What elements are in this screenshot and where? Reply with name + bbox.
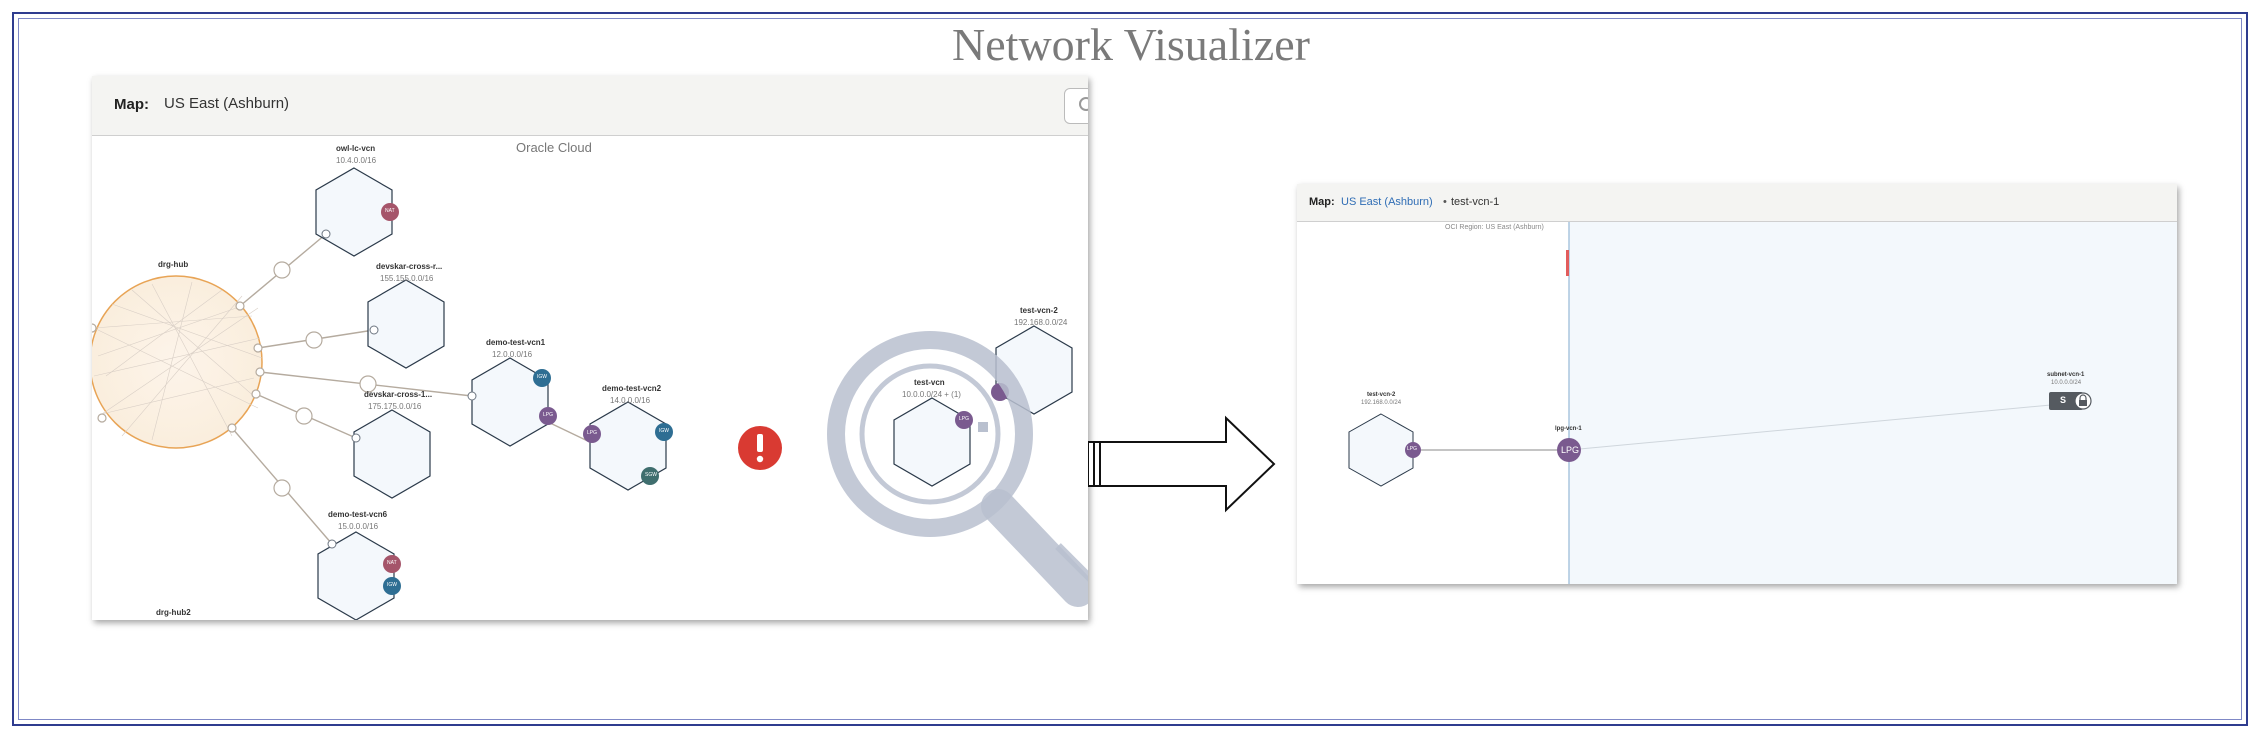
node-cidr-4: 14.0.0.0/16 — [610, 396, 651, 405]
right-topology-canvas — [1348, 222, 2177, 584]
hub-label: drg-hub — [158, 260, 189, 269]
node-cidr-7: 192.168.0.0/24 — [1014, 318, 1068, 327]
hub-mesh-lines — [93, 281, 263, 441]
breadcrumb-separator: • — [1443, 196, 1447, 208]
right-map-panel: Map: US East (Ashburn) • test-vcn-1 OCI … — [1297, 184, 2177, 584]
map-header: Map: US East (Ashburn) — [92, 76, 1088, 136]
map-region-link[interactable]: US East (Ashburn) — [1341, 196, 1433, 208]
igw-badge-label: IGW — [387, 582, 397, 588]
lpg-badge-label: LPG — [587, 430, 598, 436]
vcn-hex-demo-test-vcn6[interactable] — [317, 531, 395, 620]
vcn-cidr-label: 192.168.0.0/24 — [1361, 400, 1402, 406]
node-cidr-2: 175.175.0.0/16 — [368, 402, 422, 411]
magnifier-icon — [827, 331, 1088, 607]
lpg-node-badge-label: LPG — [1561, 445, 1580, 455]
outer-frame — [12, 12, 2248, 726]
subnet-name-label: subnet-vcn-1 — [2047, 372, 2085, 378]
lpg-badge-label: LPG — [959, 416, 970, 422]
node-name-4: demo-test-vcn2 — [602, 384, 662, 393]
igw-badge-label: IGW — [659, 428, 669, 434]
node-cidr-3: 12.0.0.0/16 — [492, 350, 533, 359]
search-icon — [1079, 97, 1088, 111]
node-cidr-6: 10.0.0.0/24 + (1) — [902, 390, 961, 399]
lock-icon — [2074, 392, 2092, 410]
drg-hub-circle[interactable] — [92, 275, 263, 449]
node-name-0: owl-lc-vcn — [336, 144, 376, 153]
map-region-value[interactable]: US East (Ashburn) — [164, 95, 290, 112]
search-input[interactable] — [1064, 88, 1088, 124]
region-label: OCI Region: US East (Ashburn) — [1445, 224, 1544, 231]
vcn-name-label: test-vcn-2 — [1367, 392, 1396, 398]
node-name-7: test-vcn-2 — [1020, 306, 1058, 315]
hub2-label: drg-hub2 — [156, 608, 191, 617]
node-name-3: demo-test-vcn1 — [486, 338, 546, 347]
vcn-hex-devskar-cross-1[interactable] — [353, 409, 431, 499]
nat-badge-label: NAT — [385, 208, 395, 214]
node-name-2: devskar-cross-1... — [364, 390, 433, 399]
sgw-badge-label: SGW — [645, 472, 657, 478]
lpg-badge-label: LPG — [543, 412, 554, 418]
lpg-node[interactable] — [1557, 438, 1581, 462]
left-map-panel: Map: US East (Ashburn) — [92, 76, 1088, 620]
cloud-label: Oracle Cloud — [516, 140, 592, 155]
vcn-hex-test-vcn[interactable] — [893, 397, 971, 487]
link-icon[interactable] — [273, 261, 377, 497]
subnet-cidr-label: 10.0.0.0/24 — [2051, 380, 2082, 386]
vcn-hex-devskar-cross-r[interactable] — [367, 279, 445, 369]
left-topology-canvas — [92, 167, 1088, 620]
vcn-hex-owl-lc-vcn[interactable] — [315, 167, 393, 257]
link-connectors — [92, 301, 265, 433]
lpg-node-name: lpg-vcn-1 — [1555, 426, 1582, 432]
alert-icon — [738, 426, 782, 470]
breadcrumb-current: test-vcn-1 — [1451, 196, 1500, 208]
lpg-badge-label: LPG — [1407, 446, 1418, 452]
nat-badge-label: NAT — [387, 560, 397, 566]
igw-badge-label: IGW — [537, 374, 547, 380]
node-cidr-1: 155.155.0.0/16 — [380, 274, 434, 283]
hex-connectors — [321, 229, 477, 549]
arrow-right-icon — [1088, 415, 1276, 513]
node-cidr-5: 15.0.0.0/16 — [338, 522, 379, 531]
map-label: Map: — [114, 96, 149, 113]
subnet-badge-label: S — [2060, 395, 2067, 405]
map-label: Map: — [1309, 196, 1335, 208]
lpg-badge[interactable] — [1405, 442, 1421, 458]
vcn-hex-test-vcn-2[interactable] — [1348, 413, 1414, 487]
node-name-6: test-vcn — [914, 378, 945, 387]
page-title: Network Visualizer — [952, 19, 1310, 70]
inner-frame — [18, 18, 2242, 720]
node-cidr-0: 10.4.0.0/16 — [336, 156, 377, 165]
map-header: Map: US East (Ashburn) • test-vcn-1 — [1297, 184, 2177, 222]
node-name-5: demo-test-vcn6 — [328, 510, 388, 519]
subnet-node[interactable] — [2049, 392, 2083, 410]
node-name-1: devskar-cross-r... — [376, 262, 443, 271]
